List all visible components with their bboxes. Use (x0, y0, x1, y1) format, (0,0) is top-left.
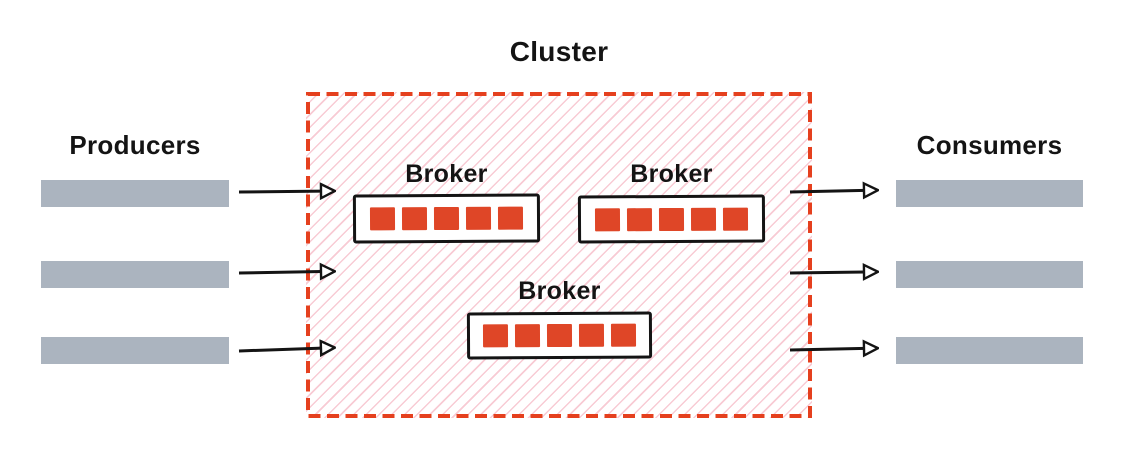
broker-2-box (577, 194, 766, 244)
producer-arrow-1 (238, 182, 337, 201)
cluster-dashed-border (306, 92, 812, 418)
consumer-bar-2 (896, 261, 1083, 288)
cluster-boundary (306, 92, 812, 418)
partition-square (401, 207, 428, 231)
partition-square (610, 323, 637, 347)
consumer-bar-1 (896, 180, 1083, 207)
broker-2-label: Broker (630, 160, 713, 188)
consumer-arrow-1 (789, 181, 880, 200)
partition-square (433, 206, 460, 231)
broker-3-box (466, 311, 653, 360)
producer-bar-3 (41, 337, 229, 364)
partition-square (482, 324, 509, 348)
partition-square (546, 323, 573, 348)
broker-3-label: Broker (518, 277, 601, 305)
cluster-title: Cluster (509, 36, 609, 67)
partition-square (514, 324, 541, 348)
partition-square (465, 206, 492, 230)
partition-square (497, 206, 524, 230)
broker-1-box (352, 193, 541, 244)
consumer-arrow-2 (789, 263, 880, 281)
partition-square (369, 207, 396, 231)
partition-square (658, 207, 685, 231)
producer-arrow-2 (238, 262, 337, 281)
consumer-bar-3 (896, 337, 1083, 364)
partition-square (690, 207, 717, 231)
broker-1-label: Broker (405, 160, 488, 188)
producer-arrow-3 (238, 339, 337, 358)
partition-square (626, 207, 653, 231)
producer-bar-2 (41, 261, 229, 288)
consumers-label: Consumers (916, 130, 1063, 160)
partition-square (722, 207, 749, 231)
producer-bar-1 (41, 180, 229, 207)
partition-square (578, 323, 605, 347)
consumer-arrow-3 (789, 339, 880, 358)
producers-label: Producers (69, 130, 201, 160)
partition-square (594, 207, 621, 231)
